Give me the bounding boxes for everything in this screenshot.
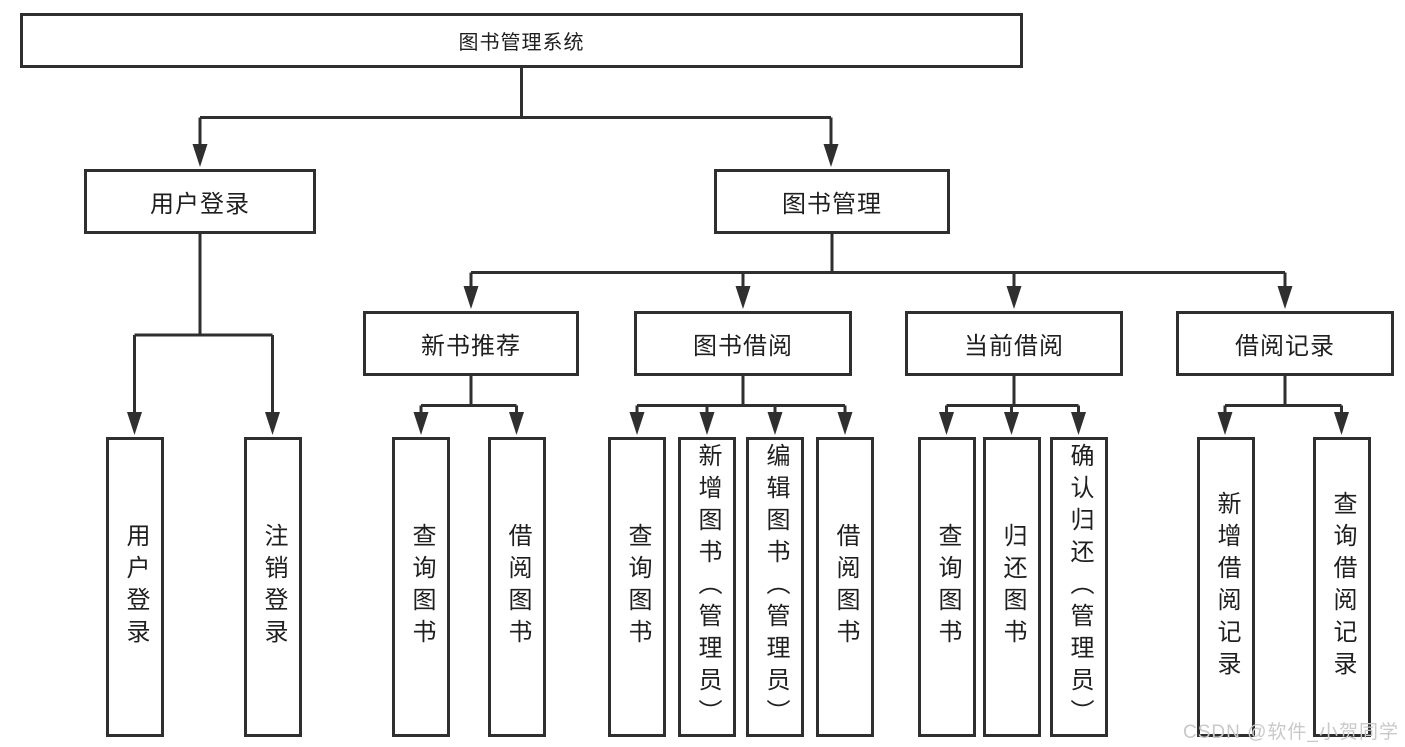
node-label: 新增图书（管理员）: [694, 443, 721, 731]
arrowhead-icon: [837, 412, 853, 435]
arrowhead-icon: [1334, 412, 1349, 435]
leaf-add-borrow-record: 新增借阅记录: [1197, 437, 1255, 737]
node-label: 确认归还（管理员）: [1066, 443, 1093, 731]
arrowhead-icon: [1071, 412, 1086, 435]
arrowhead-icon: [823, 144, 839, 167]
node-label: 查询图书: [624, 523, 651, 651]
leaf-query-books-2: 查询图书: [608, 437, 666, 737]
arrowhead-icon: [629, 412, 645, 435]
arrowhead-icon: [735, 286, 751, 309]
arrowhead-icon: [509, 412, 524, 435]
connector-current-borrow-branch: [939, 376, 1086, 435]
connector-book-borrow-branch: [629, 376, 853, 435]
leaf-borrow-books-1: 借阅图书: [488, 437, 546, 737]
node-root-system: 图书管理系统: [20, 13, 1023, 68]
connector-line: [419, 376, 518, 414]
arrowhead-icon: [1006, 286, 1022, 309]
leaf-user-login: 用户登录: [106, 437, 164, 737]
node-label: 用户登录: [122, 523, 149, 651]
leaf-confirm-return-admin: 确认归还（管理员）: [1050, 437, 1108, 737]
connector-new-book-branch: [413, 376, 524, 435]
connector-line: [635, 376, 847, 414]
node-label: 图书管理系统: [458, 32, 585, 54]
connector-book-mgmt-branch: [463, 234, 1293, 309]
leaf-borrow-books-2: 借阅图书: [816, 437, 874, 737]
arrowhead-icon: [939, 412, 954, 435]
node-label: 新书推荐: [421, 333, 521, 360]
node-label: 注销登录: [260, 523, 287, 651]
connector-borrow-record-branch: [1217, 376, 1349, 435]
arrowhead-icon: [767, 412, 783, 435]
node-user-login: 用户登录: [84, 169, 316, 234]
leaf-logout: 注销登录: [244, 437, 302, 737]
arrowhead-icon: [265, 412, 280, 435]
node-new-book-rec: 新书推荐: [363, 311, 579, 376]
connector-root-to-level2: [192, 68, 839, 167]
arrowhead-icon: [127, 412, 142, 435]
arrowhead-icon: [463, 286, 479, 309]
connector-line: [133, 234, 274, 414]
node-label: 新增借阅记录: [1213, 491, 1240, 683]
node-current-borrow: 当前借阅: [905, 311, 1123, 376]
node-book-borrow: 图书借阅: [634, 311, 852, 376]
arrowhead-icon: [699, 412, 715, 435]
leaf-query-borrow-record: 查询借阅记录: [1313, 437, 1371, 737]
node-label: 归还图书: [999, 523, 1026, 651]
leaf-edit-books-admin: 编辑图书（管理员）: [746, 437, 804, 737]
connector-line: [1223, 376, 1343, 414]
connector-line: [469, 234, 1287, 288]
node-label: 当前借阅: [964, 333, 1064, 360]
leaf-return-books: 归还图书: [983, 437, 1041, 737]
node-label: 查询图书: [408, 523, 435, 651]
leaf-query-books-1: 查询图书: [392, 437, 450, 737]
leaf-add-books-admin: 新增图书（管理员）: [678, 437, 736, 737]
watermark: CSDN @软件_小贺同学: [1183, 722, 1399, 743]
node-label: 编辑图书（管理员）: [762, 443, 789, 731]
node-label: 查询借阅记录: [1329, 491, 1356, 683]
node-label: 图书管理: [782, 191, 882, 218]
node-label: 查询图书: [934, 523, 961, 651]
arrowhead-icon: [1004, 412, 1019, 435]
node-label: 用户登录: [150, 191, 250, 218]
node-book-mgmt: 图书管理: [714, 169, 950, 234]
node-borrow-record: 借阅记录: [1176, 311, 1394, 376]
connector-user-login-branch: [127, 234, 280, 435]
connector-line: [945, 376, 1080, 414]
arrowhead-icon: [1277, 286, 1293, 309]
arrowhead-icon: [192, 144, 208, 167]
node-label: 借阅记录: [1235, 333, 1335, 360]
node-label: 借阅图书: [832, 523, 859, 651]
arrowhead-icon: [413, 412, 429, 435]
leaf-query-books-3: 查询图书: [918, 437, 976, 737]
arrowhead-icon: [1217, 412, 1233, 435]
connector-line: [198, 68, 833, 146]
node-label: 借阅图书: [504, 523, 531, 651]
node-label: 图书借阅: [693, 333, 793, 360]
